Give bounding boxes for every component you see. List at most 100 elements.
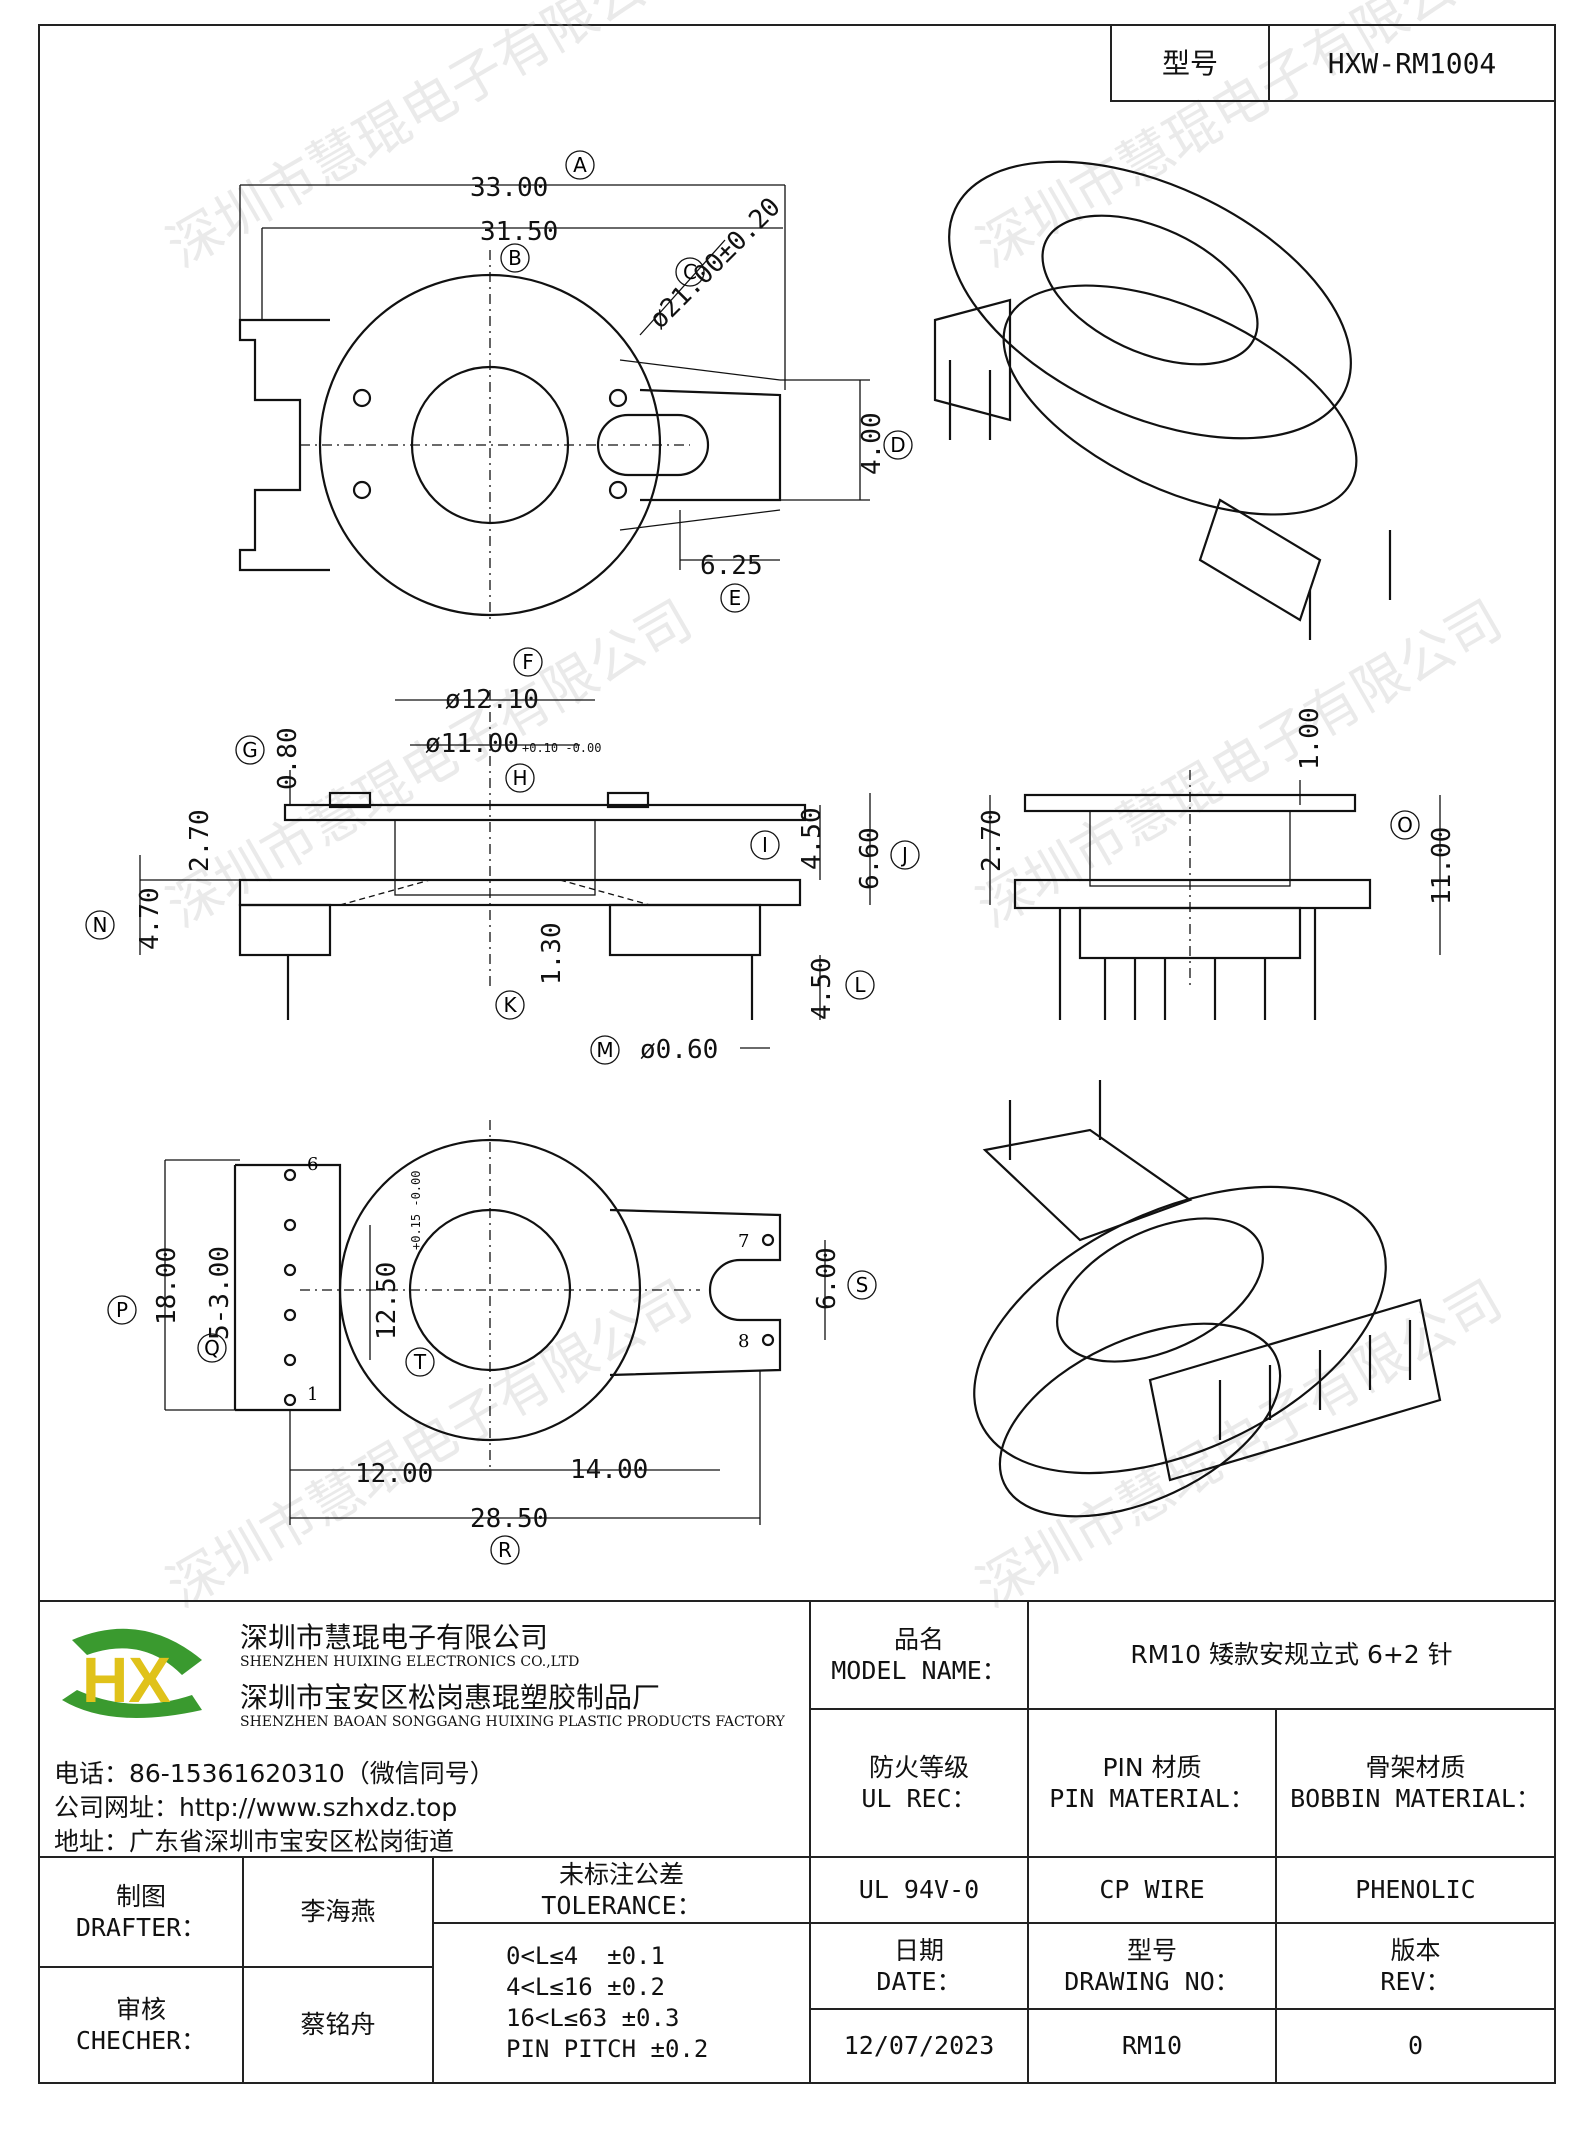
svg-text:B: B — [508, 246, 522, 270]
tolerance-line: 0<L≤4 ±0.1 — [506, 1941, 665, 1970]
checker-label: 审核 CHECHER： — [38, 1966, 244, 2084]
dim-top-100: 1.00 — [1295, 707, 1325, 770]
dim-S: 6.00 — [812, 1247, 842, 1310]
drawing-cn: 型号 — [1126, 1935, 1177, 1965]
svg-text:J: J — [900, 843, 908, 867]
pin-material-value: CP WIRE — [1027, 1856, 1277, 1924]
bobbin-cn: 骨架材质 — [1365, 1752, 1466, 1782]
model-name-label: 品名 MODEL NAME： — [809, 1600, 1029, 1710]
svg-text:G: G — [242, 738, 258, 762]
svg-text:O: O — [1397, 813, 1413, 837]
top-view — [238, 184, 870, 620]
dim-side2-270: 2.70 — [977, 809, 1007, 872]
logo-text: HX — [82, 1644, 171, 1716]
dim-M: ø0.60 — [640, 1035, 718, 1065]
company-website[interactable]: 公司网址：http://www.szhxdz.top — [54, 1793, 458, 1822]
dim-G: 0.80 — [273, 727, 303, 790]
tolerance-line: 16<L≤63 ±0.3 — [506, 2004, 680, 2032]
svg-text:M: M — [596, 1038, 613, 1062]
dim-14: 14.00 — [570, 1455, 648, 1485]
drawing-en: DRAWING NO： — [1064, 1967, 1240, 1996]
header-model-value: HXW-RM1004 — [1268, 24, 1556, 102]
svg-text:P: P — [116, 1298, 128, 1322]
date-cn: 日期 — [893, 1935, 944, 1965]
dimension-labels: 33.00 31.50 ø21.00±0.20 4.00 6.25 ø12.10… — [135, 173, 1457, 1534]
date-en: DATE： — [876, 1967, 962, 1996]
pin-en: PIN MATERIAL： — [1049, 1784, 1255, 1813]
svg-text:Q: Q — [204, 1336, 220, 1360]
pin-cn: PIN 材质 — [1102, 1752, 1202, 1782]
dim-R: 28.50 — [470, 1504, 548, 1534]
isometric-view-top — [933, 160, 1392, 640]
model-name-en: MODEL NAME： — [831, 1656, 1007, 1685]
side-view — [989, 770, 1441, 1020]
svg-text:A: A — [573, 153, 587, 177]
dim-K: 1.30 — [537, 922, 567, 985]
tolerance-cn: 未标注公差 — [558, 1859, 684, 1889]
date-value: 12/07/2023 — [809, 2008, 1029, 2084]
rev-en: REV： — [1380, 1967, 1451, 1996]
dim-E: 6.25 — [700, 551, 763, 581]
dim-Q: 5-3.00 — [205, 1246, 235, 1340]
svg-text:C: C — [683, 260, 697, 284]
dim-J: 6.60 — [855, 827, 885, 890]
model-name-cn: 品名 — [893, 1624, 944, 1654]
dim-F: ø12.10 — [445, 685, 539, 715]
technical-drawing: 33.00 31.50 ø21.00±0.20 4.00 6.25 ø12.10… — [85, 150, 1457, 1565]
bobbin-material-label: 骨架材质 BOBBIN MATERIAL： — [1275, 1708, 1556, 1858]
svg-text:8: 8 — [738, 1331, 749, 1352]
dim-B: 31.50 — [480, 217, 558, 247]
dim-H-tol: +0.10 -0.00 — [522, 741, 601, 755]
svg-text:1: 1 — [307, 1384, 318, 1405]
svg-text:F: F — [522, 650, 534, 674]
dim-A: 33.00 — [470, 173, 548, 203]
factory-name-cn: 深圳市宝安区松岗惠琨塑胶制品厂 — [240, 1681, 661, 1714]
factory-name-en: SHENZHEN BAOAN SONGGANG HUIXING PLASTIC … — [240, 1714, 785, 1730]
dim-side-270: 2.70 — [185, 809, 215, 872]
dim-I: 4.50 — [797, 807, 827, 870]
isometric-view-bottom — [973, 1080, 1442, 1518]
ul-en: UL REC： — [861, 1784, 977, 1813]
ul-cn: 防火等级 — [868, 1752, 969, 1782]
front-view — [139, 690, 871, 1049]
svg-text:H: H — [512, 766, 527, 790]
tolerance-values: 0<L≤4 ±0.1 4<L≤16 ±0.2 16<L≤63 ±0.3 PIN … — [432, 1922, 811, 2084]
company-name-cn: 深圳市慧琨电子有限公司 — [240, 1621, 549, 1654]
svg-text:N: N — [93, 913, 108, 937]
date-label: 日期 DATE： — [809, 1922, 1029, 2010]
checker-value: 蔡铭舟 — [242, 1966, 434, 2084]
svg-text:K: K — [503, 993, 517, 1017]
svg-text:R: R — [498, 1538, 512, 1562]
rev-value: 0 — [1275, 2008, 1556, 2084]
svg-text:S: S — [856, 1273, 869, 1297]
drafter-cn: 制图 — [115, 1881, 166, 1911]
company-panel: HX 深圳市慧琨电子有限公司 SHENZHEN HUIXING ELECTRON… — [38, 1600, 811, 1858]
pin-material-label: PIN 材质 PIN MATERIAL： — [1027, 1708, 1277, 1858]
svg-text:I: I — [762, 833, 768, 857]
company-phone: 电话：86-15361620310（微信同号） — [54, 1759, 495, 1788]
drafter-value: 李海燕 — [242, 1856, 434, 1968]
company-logo: HX — [52, 1620, 227, 1730]
svg-text:6: 6 — [307, 1154, 318, 1175]
checker-en: CHECHER： — [75, 2026, 207, 2055]
bobbin-en: BOBBIN MATERIAL： — [1290, 1784, 1541, 1813]
drafter-en: DRAFTER： — [75, 1913, 207, 1942]
svg-text:7: 7 — [738, 1231, 749, 1252]
svg-text:D: D — [890, 433, 905, 457]
pin-numbers: 6 1 7 8 — [307, 1154, 749, 1405]
svg-text:E: E — [729, 586, 742, 610]
drawing-no-label: 型号 DRAWING NO： — [1027, 1922, 1277, 2010]
tolerance-line: 4<L≤16 ±0.2 — [506, 1972, 665, 2001]
ul-value: UL 94V-0 — [809, 1856, 1029, 1924]
dim-H: ø11.00 — [425, 729, 519, 759]
bobbin-material-value: PHENOLIC — [1275, 1856, 1556, 1924]
dim-O: 11.00 — [1427, 827, 1457, 905]
tolerance-line: PIN PITCH ±0.2 — [506, 2035, 709, 2064]
tolerance-label: 未标注公差 TOLERANCE： — [432, 1856, 811, 1924]
tolerance-en: TOLERANCE： — [541, 1891, 702, 1920]
dim-N: 4.70 — [135, 887, 165, 950]
dim-T-tol: +0.15 -0.00 — [409, 1171, 423, 1250]
dim-12: 12.00 — [355, 1459, 433, 1489]
callouts: A B C D E F G H I J K L M N O P Q R S T — [85, 150, 1420, 1565]
rev-label: 版本 REV： — [1275, 1922, 1556, 2010]
